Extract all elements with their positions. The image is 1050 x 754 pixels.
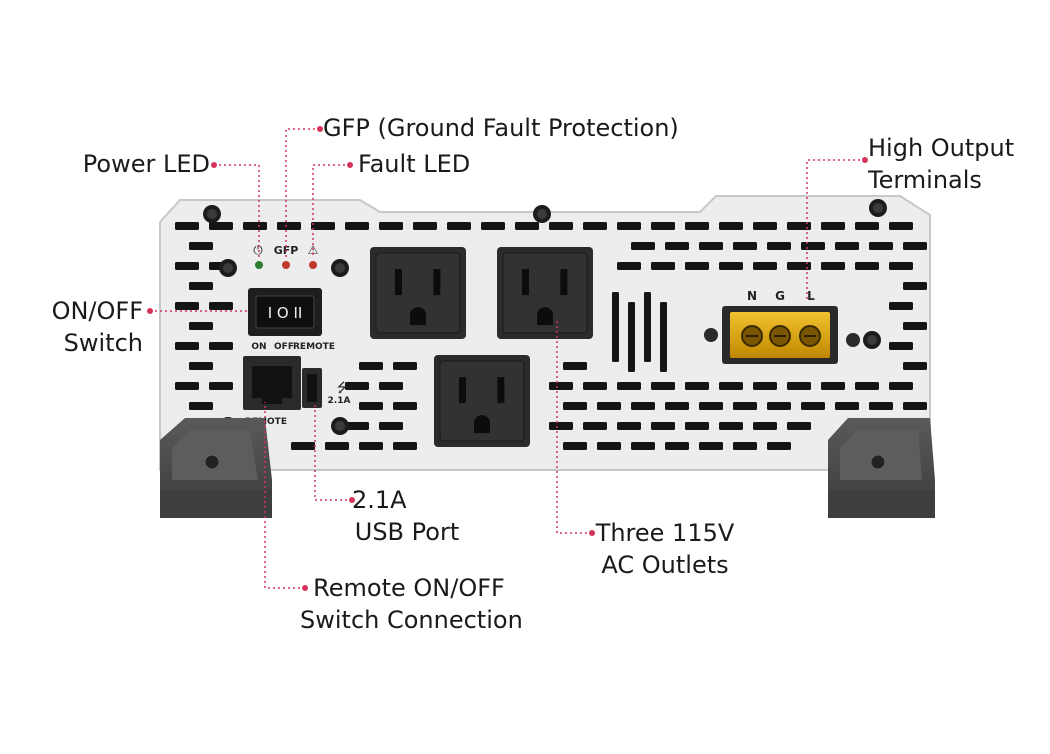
ac-outlets [370,247,593,447]
on-off-switch[interactable]: I O II ON OFF REMOTE [248,288,335,352]
callout-high-output-line2: Terminals [868,166,982,194]
gfp-led [282,261,290,269]
terminal-n-label: N [747,289,757,303]
callout-gfp: GFP (Ground Fault Protection) [323,112,679,144]
callout-dots [147,126,868,591]
high-output-terminals: N G L [704,289,860,364]
callout-usb-port: 2.1A USB Port [352,484,462,548]
usb-port[interactable]: ⭍ 2.1A [302,368,350,408]
gfp-leader [285,128,320,258]
callout-usb-line1: 2.1A [352,486,407,514]
callout-outlets-line1: Three 115V [595,519,735,547]
callout-power-led-text: Power LED [82,150,210,178]
switch-on-label: ON [251,342,266,352]
ac-outlet[interactable] [370,247,466,339]
outlets-leader [556,320,592,534]
callout-switch-line1: ON/OFF [51,297,143,325]
left-foot [160,418,272,518]
callout-usb-line2: USB Port [354,518,460,546]
usb-rating-label: 2.1A [328,396,351,406]
switch-remote-label: REMOTE [293,342,335,352]
callout-on-off-switch: ON/OFF Switch [0,295,143,359]
switch-off-label: OFF [274,342,294,352]
fault-led [309,261,317,269]
callout-fault-led-text: Fault LED [358,150,471,178]
power-led [255,261,263,269]
usb-leader [314,403,352,501]
callout-switch-line2: Switch [63,329,143,357]
callout-fault-led: Fault LED [358,148,470,180]
callout-ac-outlets: Three 115V AC Outlets [595,517,735,581]
callout-outlets-line2: AC Outlets [601,551,729,579]
svg-text:I O II: I O II [268,304,303,322]
callout-remote-line2: Switch Connection [300,606,523,634]
panel-screws [203,199,887,435]
right-foot [828,418,935,518]
ac-outlet[interactable] [497,247,593,339]
power-led-leader [214,164,260,258]
usb-icon: ⭍ [337,381,348,396]
callout-lines [150,128,865,589]
callout-high-output-line1: High Output [868,134,1015,162]
callout-gfp-text: GFP (Ground Fault Protection) [323,114,679,142]
callout-remote-connection: Remote ON/OFF Switch Connection [300,572,523,636]
remote-leader [264,402,305,589]
terminals-leader [806,159,865,300]
vent-slots [175,222,927,450]
callout-remote-line1: Remote ON/OFF [313,574,505,602]
remote-port[interactable]: REMOTE [243,356,301,427]
remote-port-label: REMOTE [245,417,287,427]
callout-power-led: Power LED [60,148,210,180]
fault-led-leader [312,164,350,258]
ac-outlet[interactable] [434,355,530,447]
terminal-l-label: L [807,289,815,303]
callout-high-output-terminals: High Output Terminals [868,132,1014,196]
terminal-g-label: G [775,289,785,303]
